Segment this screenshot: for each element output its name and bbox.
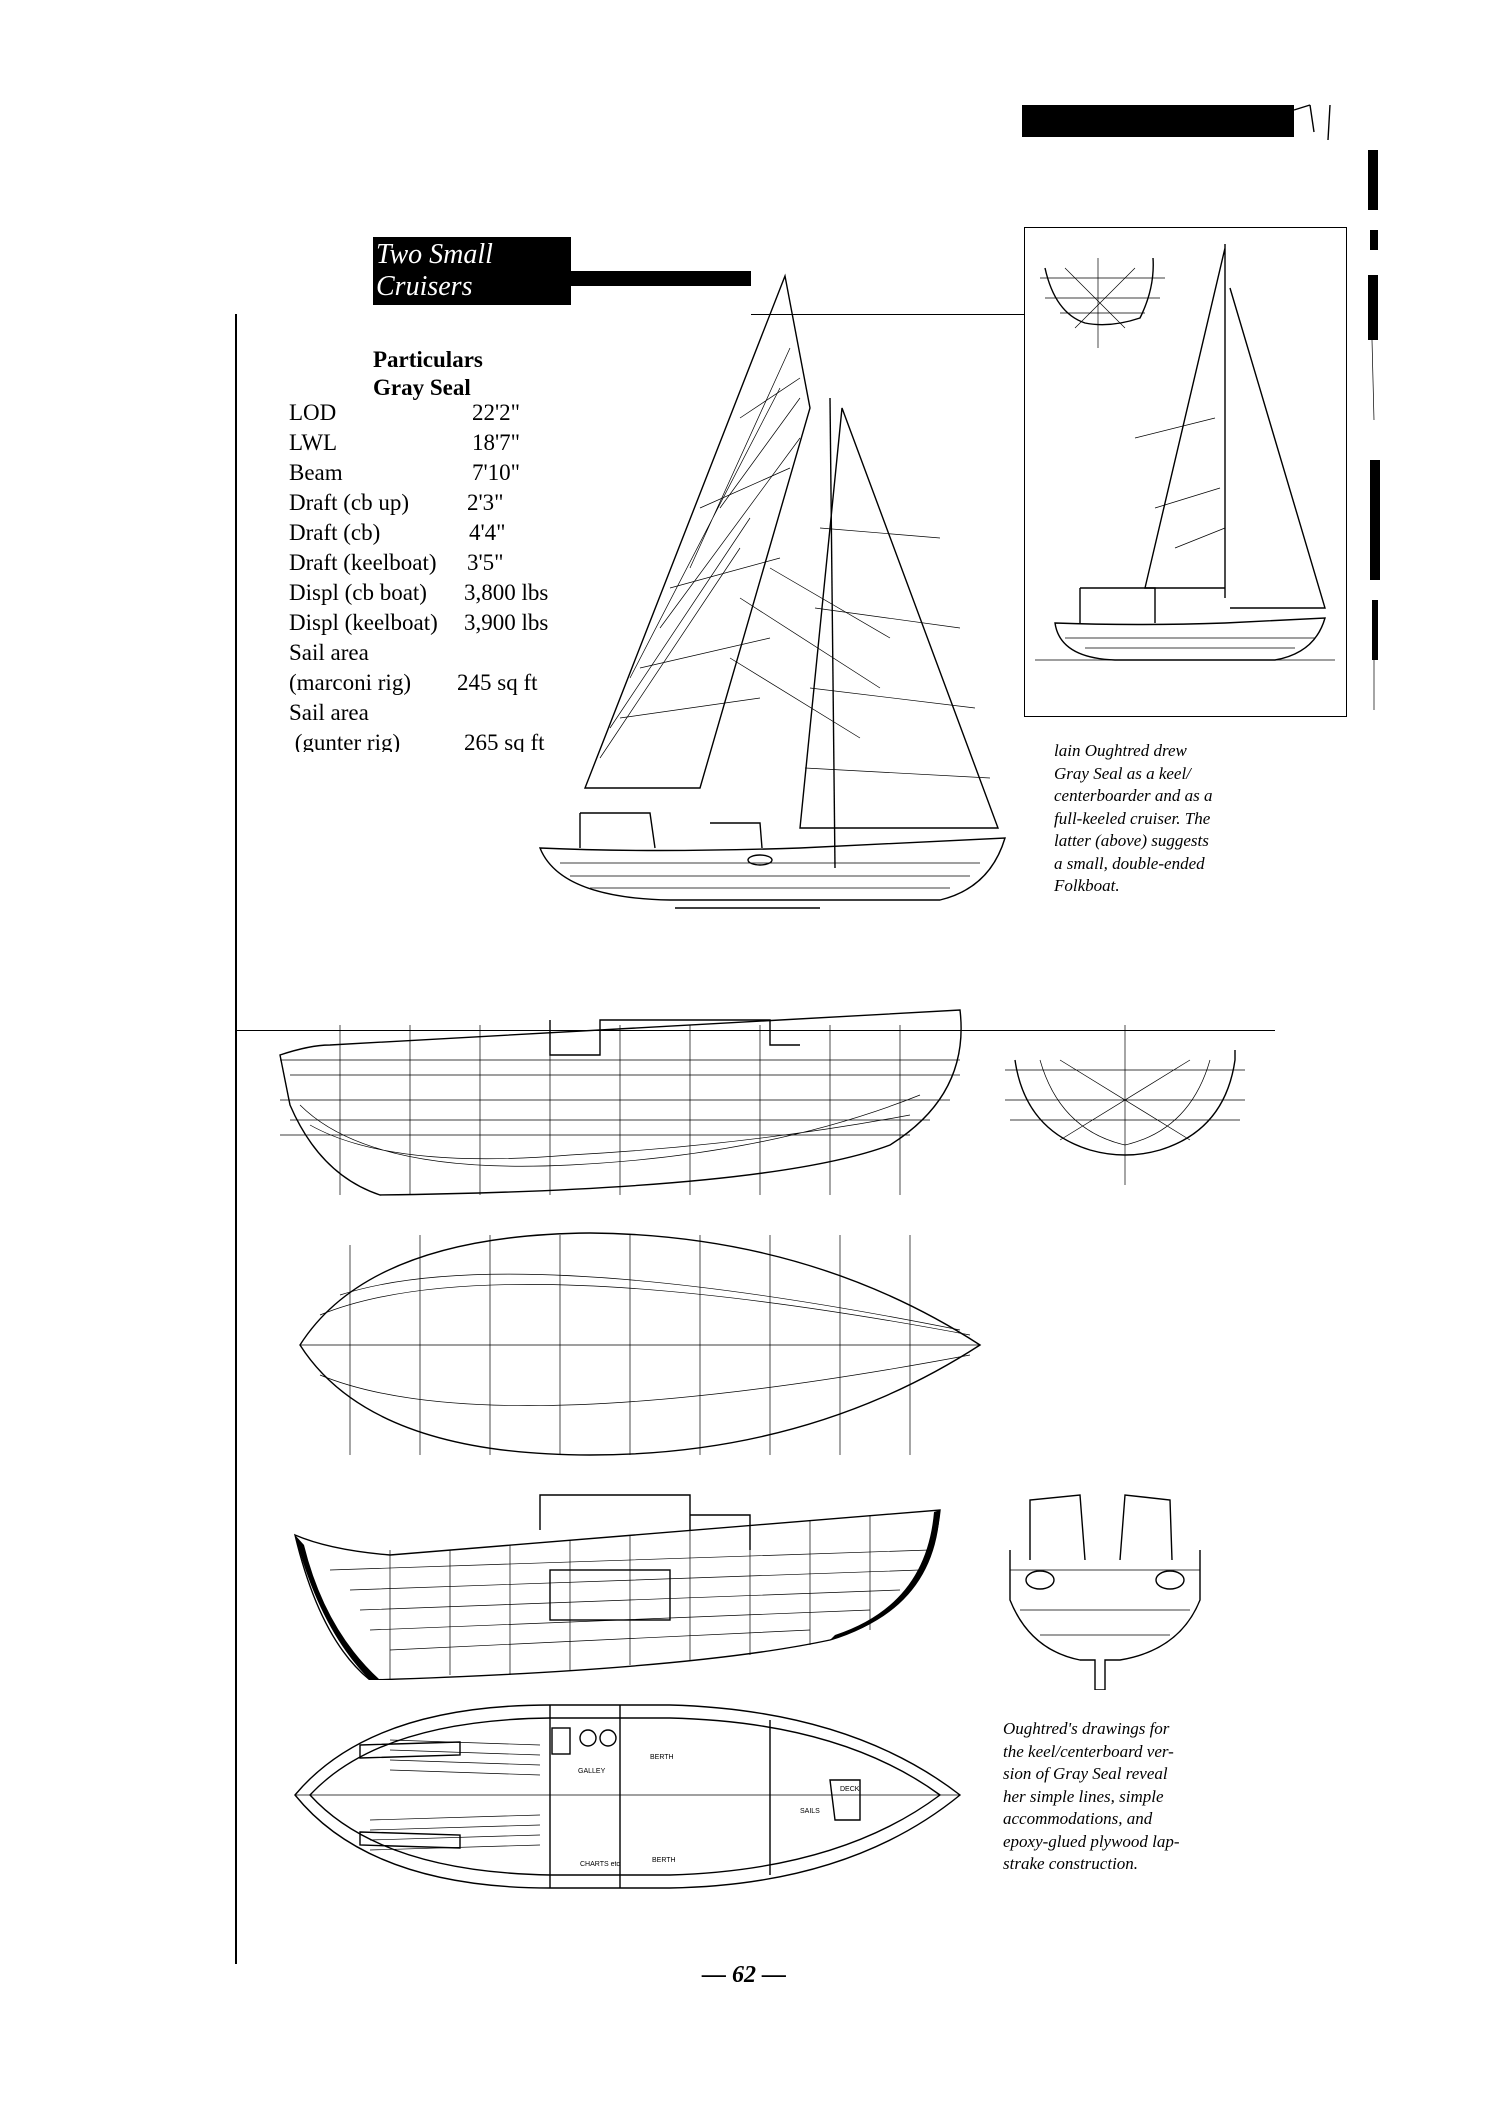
spec-row: Displ (cb boat) 3,800 lbs bbox=[289, 578, 609, 608]
caption-line: Oughtred's drawings for bbox=[1003, 1719, 1170, 1738]
spec-row: Draft (keelboat) 3'5" bbox=[289, 548, 609, 578]
article-title: Two Small Cruisers bbox=[373, 237, 571, 305]
caption-bottom: Oughtred's drawings for the keel/centerb… bbox=[1003, 1718, 1180, 1876]
hull-profile bbox=[538, 837, 1006, 901]
label-berth-top: BERTH bbox=[650, 1754, 674, 1761]
mainsail bbox=[583, 273, 811, 789]
connector-line bbox=[751, 314, 1024, 315]
spec-value: 245 sq ft bbox=[457, 670, 538, 695]
spec-row: (gunter rig) 265 sq ft bbox=[289, 728, 609, 752]
spec-label: LWL bbox=[289, 430, 338, 455]
spec-value: 3,900 lbs bbox=[464, 610, 549, 635]
label-charts: CHARTS etc bbox=[580, 1861, 620, 1868]
header-black-bar bbox=[1022, 105, 1294, 137]
spec-value: 2'3" bbox=[467, 490, 504, 515]
spec-row: (marconi rig) 245 sq ft bbox=[289, 668, 609, 698]
page-number: — 62 — bbox=[702, 1962, 786, 1988]
caption-line: sion of Gray Seal reveal bbox=[1003, 1764, 1168, 1783]
spec-label: Sail area bbox=[289, 640, 369, 665]
particulars-label: Particulars bbox=[373, 347, 483, 372]
caption-top: lain Oughtred drew Gray Seal as a keel/ … bbox=[1054, 740, 1213, 898]
caption-line: strake construction. bbox=[1003, 1854, 1139, 1873]
caption-line: lain Oughtred drew bbox=[1054, 741, 1187, 760]
spec-label: (gunter rig) bbox=[289, 730, 401, 752]
spec-value: 3,800 lbs bbox=[464, 580, 549, 605]
inset-drawing-frame bbox=[1024, 227, 1347, 717]
spec-row: Draft (cb up) 2'3" bbox=[289, 488, 609, 518]
spec-row: Beam 7'10" bbox=[289, 458, 609, 488]
spec-label: Beam bbox=[289, 460, 343, 485]
spec-label: Displ (cb boat) bbox=[289, 580, 427, 605]
construction-profile bbox=[293, 1494, 941, 1680]
spec-row: Sail area bbox=[289, 698, 609, 728]
spec-label: LOD bbox=[289, 400, 337, 425]
caption-line: epoxy-glued plywood lap- bbox=[1003, 1831, 1180, 1851]
spec-label: Displ (keelboat) bbox=[289, 610, 438, 635]
inset-section-view bbox=[1044, 257, 1154, 326]
inset-mainsail bbox=[1144, 244, 1226, 598]
caption-line: full-keeled cruiser. The bbox=[1054, 808, 1211, 828]
spec-value: 22'2" bbox=[472, 400, 521, 425]
label-deck: DECK bbox=[840, 1786, 860, 1793]
spec-value: 18'7" bbox=[472, 430, 521, 455]
title-line-2: Cruisers bbox=[376, 271, 473, 302]
spec-row: Sail area bbox=[289, 638, 609, 668]
lines-plan-half-breadth bbox=[299, 1232, 982, 1456]
spec-row: Draft (cb) 4'4" bbox=[289, 518, 609, 548]
caption-line: Gray Seal as a keel/ bbox=[1054, 763, 1191, 783]
spec-label: Draft (keelboat) bbox=[289, 550, 437, 575]
spec-value: 3'5" bbox=[467, 550, 504, 575]
spec-label: Draft (cb up) bbox=[289, 490, 410, 515]
spec-value: 4'4" bbox=[469, 520, 506, 545]
mast bbox=[829, 397, 836, 869]
spec-label: Draft (cb) bbox=[289, 520, 381, 545]
lines-plan-body bbox=[1005, 1025, 1245, 1185]
spec-label: (marconi rig) bbox=[289, 670, 411, 695]
scan-edge-marks bbox=[1293, 104, 1380, 710]
title-underline-bar bbox=[571, 271, 751, 286]
caption-line: a small, double-ended bbox=[1054, 853, 1205, 873]
caption-line: her simple lines, simple bbox=[1003, 1786, 1164, 1806]
caption-line: latter (above) suggests bbox=[1054, 831, 1209, 850]
sail-plan-drawing bbox=[538, 273, 1006, 909]
label-sails: SAILS bbox=[800, 1808, 820, 1815]
particulars-table: LOD 22'2" LWL 18'7" Beam 7'10" Draft (cb up… bbox=[289, 398, 609, 752]
inset-sail-plan bbox=[1035, 244, 1335, 661]
title-line-1: Two Small bbox=[376, 239, 493, 270]
mid-horizontal-rule bbox=[235, 1030, 1275, 1031]
caption-line: Folkboat. bbox=[1054, 876, 1120, 895]
spec-label: Sail area bbox=[289, 700, 369, 725]
spec-value: 7'10" bbox=[472, 460, 521, 485]
particulars-heading: Particulars Gray Seal bbox=[373, 346, 483, 402]
lines-plan-profile bbox=[279, 1009, 962, 1196]
left-margin-rule bbox=[235, 314, 237, 1964]
label-galley: GALLEY bbox=[578, 1768, 606, 1775]
boat-name: Gray Seal bbox=[373, 375, 471, 400]
spec-row: LOD 22'2" bbox=[289, 398, 609, 428]
jib bbox=[799, 407, 1000, 829]
inset-hull bbox=[1054, 617, 1326, 661]
construction-section bbox=[1009, 1494, 1201, 1690]
label-berth-bottom: BERTH bbox=[652, 1857, 676, 1864]
caption-line: centerboarder and as a bbox=[1054, 786, 1213, 805]
caption-line: the keel/centerboard ver- bbox=[1003, 1741, 1174, 1761]
caption-line: accommodations, and bbox=[1003, 1809, 1153, 1828]
spec-row: LWL 18'7" bbox=[289, 428, 609, 458]
spec-value: 265 sq ft bbox=[464, 730, 545, 752]
accommodation-plan bbox=[294, 1704, 962, 1889]
spec-row: Displ (keelboat) 3,900 lbs bbox=[289, 608, 609, 638]
